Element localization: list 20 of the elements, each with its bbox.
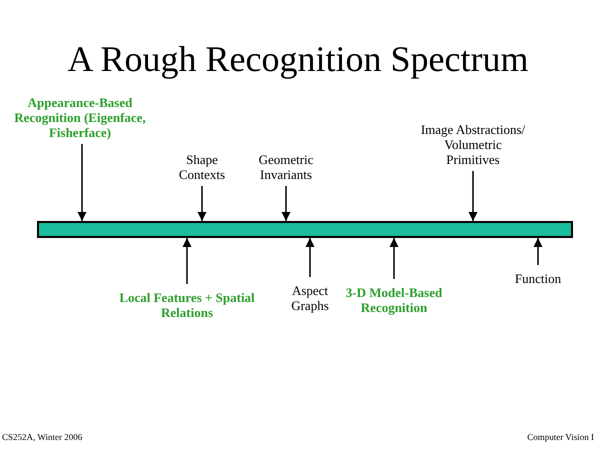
spectrum-label: Shape Contexts — [162, 152, 242, 182]
spectrum-label: Aspect Graphs — [280, 283, 340, 313]
arrow — [390, 238, 398, 279]
arrow — [306, 238, 314, 277]
spectrum-label: Geometric Invariants — [245, 152, 327, 182]
arrow — [282, 186, 290, 221]
arrow — [534, 238, 542, 265]
spectrum-label: Function — [505, 271, 571, 286]
arrow — [198, 186, 206, 221]
spectrum-label: Image Abstractions/ Volumetric Primitives — [418, 122, 528, 167]
arrow — [468, 171, 478, 221]
spectrum-label: 3-D Model-Based Recognition — [344, 285, 444, 315]
spectrum-label: Local Features + Spatial Relations — [112, 290, 262, 320]
arrow — [78, 144, 86, 221]
arrow — [182, 238, 192, 284]
spectrum-label: Appearance-Based Recognition (Eigenface, Fisherface) — [5, 95, 155, 140]
footer-text: CS252A, Winter 2006 — [2, 432, 82, 442]
slide-title: A Rough Recognition Spectrum — [66, 38, 530, 80]
footer-text: Computer Vision I — [527, 432, 594, 442]
spectrum-bar — [37, 221, 573, 238]
